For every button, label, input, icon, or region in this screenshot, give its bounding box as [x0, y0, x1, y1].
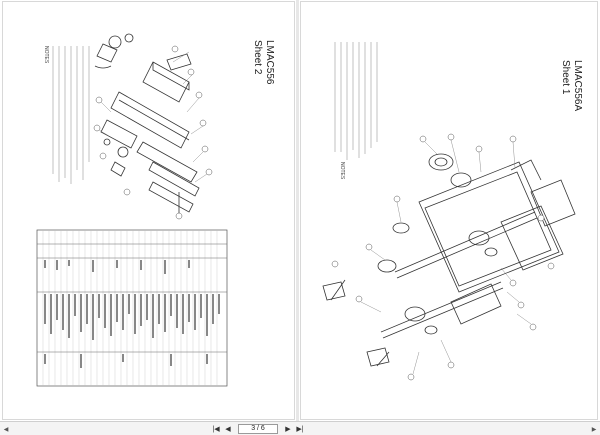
- sheet-title-left: LMAC556 Sheet 2: [251, 40, 275, 84]
- previous-page-button[interactable]: ◀: [223, 424, 233, 435]
- document-viewer: LMAC556 Sheet 2 NOTES: [0, 0, 600, 421]
- sheet-title-right: LMAC556A Sheet 1: [559, 60, 583, 111]
- first-page-icon: |◀: [212, 426, 220, 433]
- scroll-left-arrow-icon[interactable]: ◀: [3, 426, 9, 433]
- scroll-right-arrow-icon[interactable]: ▶: [591, 426, 597, 433]
- notes-text-lines-left: [52, 46, 90, 184]
- next-page-icon: ▶: [285, 426, 291, 433]
- notes-text-lines-right: [334, 42, 378, 160]
- page-number-field[interactable]: 3 / 6: [238, 424, 278, 434]
- callout-balloons-left: [93, 45, 213, 220]
- last-page-button[interactable]: ▶|: [295, 424, 305, 435]
- assembly-linework-right: [322, 153, 576, 367]
- pager-controls: |◀ ◀ 3 / 6 ▶ ▶|: [210, 423, 306, 435]
- last-page-icon: ▶|: [296, 426, 304, 433]
- next-page-button[interactable]: ▶: [283, 424, 293, 435]
- exploded-parts-diagram-left: NOTES: [36, 33, 228, 387]
- parts-list-cell-text: [44, 260, 220, 368]
- previous-page-icon: ◀: [225, 426, 231, 433]
- page-gutter: [296, 0, 299, 421]
- notes-heading-left: NOTES: [43, 46, 49, 64]
- sheet-title-right-line2: Sheet 1: [560, 60, 571, 95]
- leader-lines-left: [98, 51, 208, 183]
- first-page-button[interactable]: |◀: [211, 424, 221, 435]
- assembly-linework-left: [94, 33, 200, 214]
- callout-balloons-right: [331, 133, 555, 381]
- parts-list-table: [36, 229, 228, 387]
- sheet-title-right-line1: LMAC556A: [572, 60, 583, 112]
- notes-heading-right: NOTES: [339, 162, 345, 180]
- pager-toolbar: ◀ |◀ ◀ 3 / 6 ▶ ▶| ▶: [0, 421, 600, 435]
- sheet-title-left-line2: Sheet 2: [252, 40, 263, 75]
- sheet-title-left-line1: LMAC556: [264, 40, 275, 85]
- exploded-parts-diagram-right: NOTES: [322, 42, 576, 381]
- page-right: LMAC556A Sheet 1 NOTES: [300, 1, 598, 420]
- page-left: LMAC556 Sheet 2 NOTES: [2, 1, 295, 420]
- leader-lines-right: [360, 139, 532, 375]
